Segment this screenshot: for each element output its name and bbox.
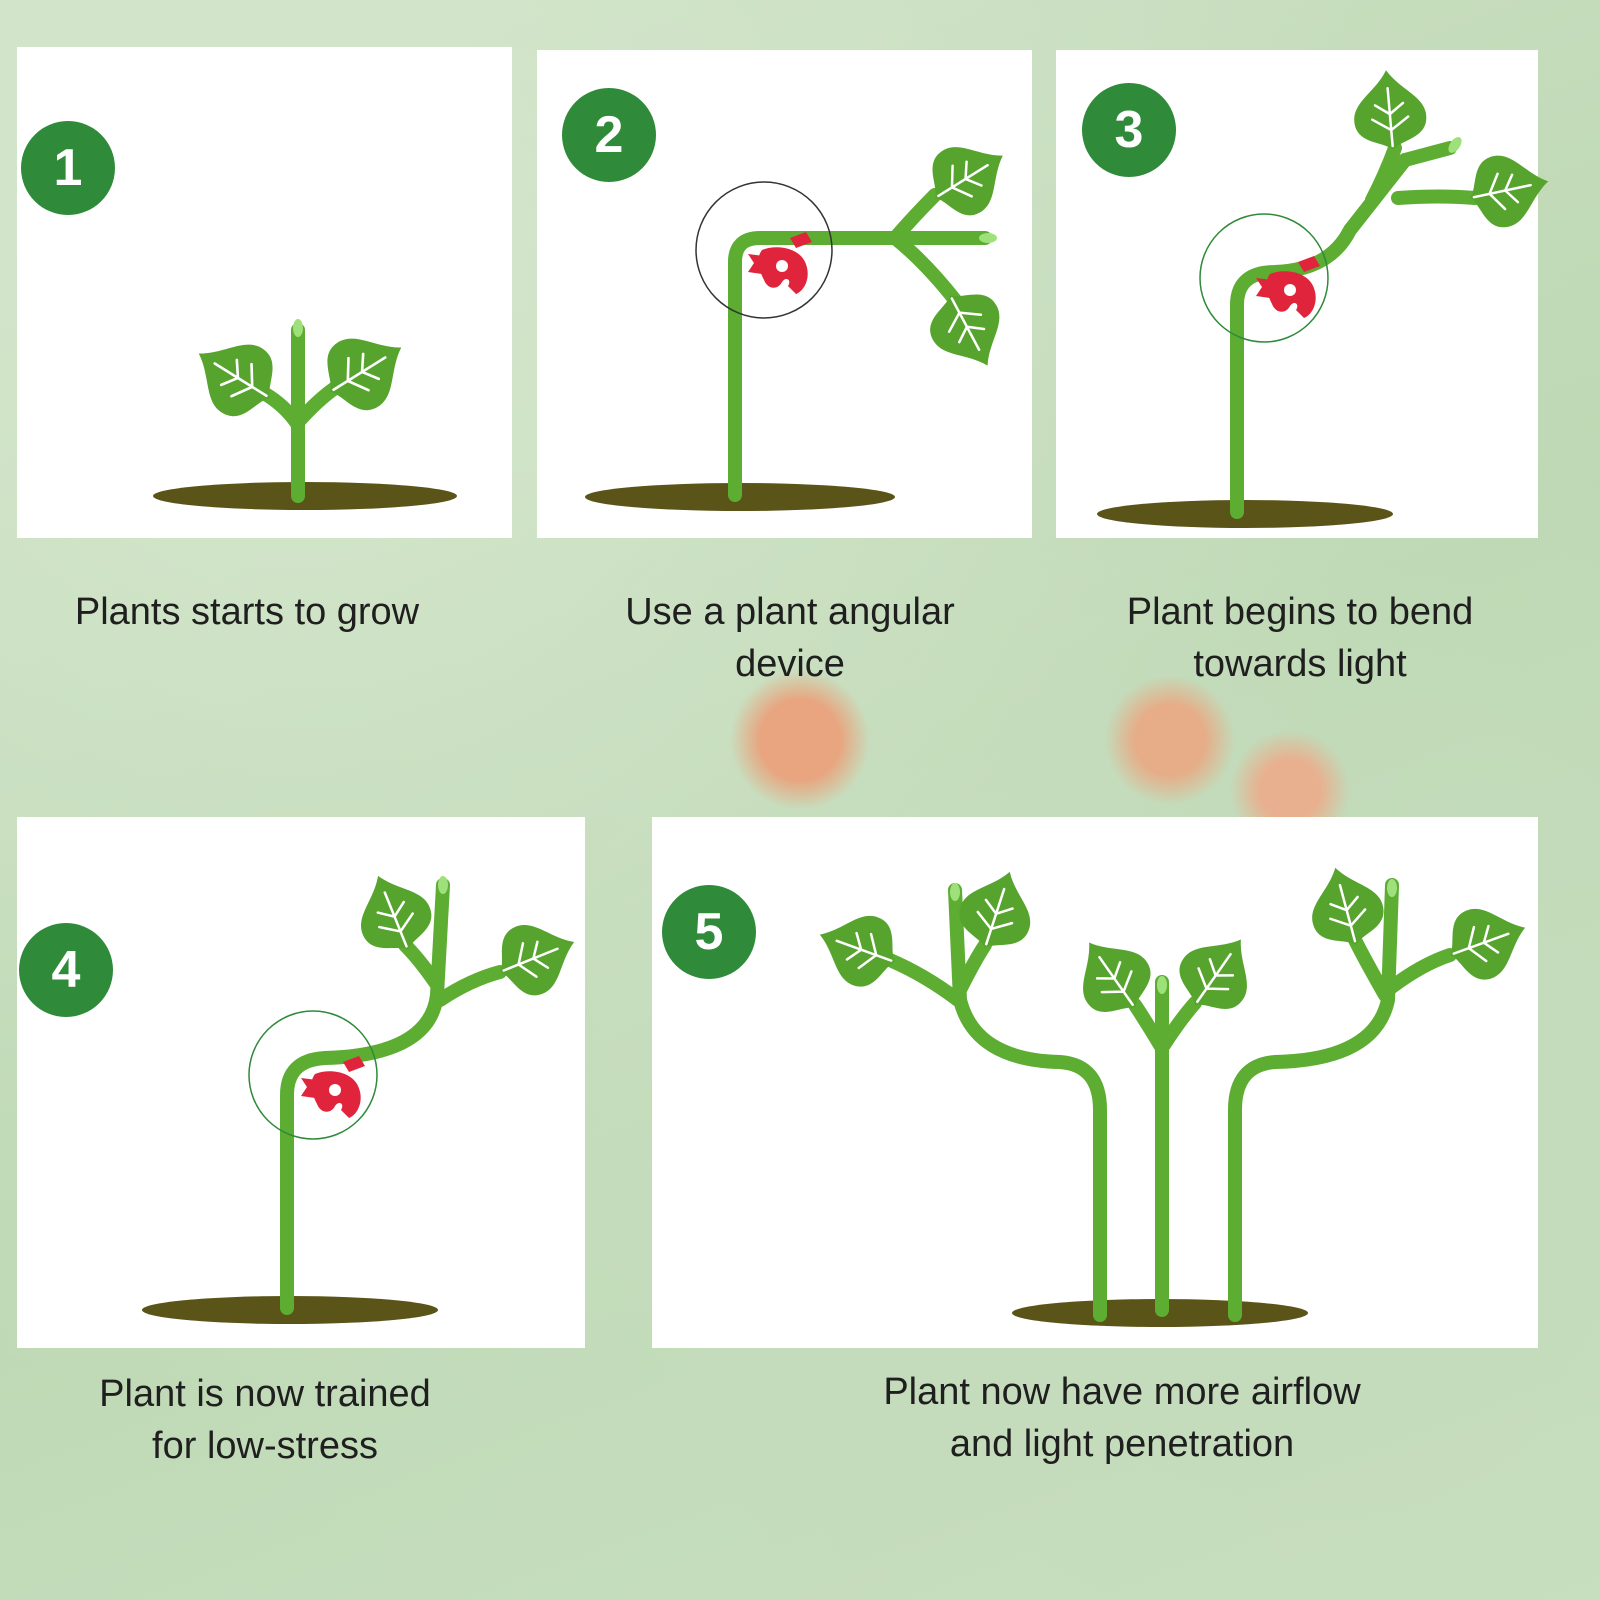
step-5-caption: Plant now have more airflow and light pen… xyxy=(883,1366,1360,1470)
step-2-badge: 2 xyxy=(562,88,656,182)
caption-line: for low-stress xyxy=(152,1425,378,1467)
caption-line: and light penetration xyxy=(949,1423,1295,1465)
caption-line: Plant begins to bend xyxy=(1126,591,1474,633)
caption-line: Plant is now trained xyxy=(99,1373,431,1415)
step-1-caption: Plants starts to grow xyxy=(75,586,419,638)
step-1-panel xyxy=(17,47,512,538)
caption-line: Use a plant angular xyxy=(625,591,955,633)
step-3-badge: 3 xyxy=(1082,83,1176,177)
plant-step-3 xyxy=(1097,65,1558,528)
caption-line: device xyxy=(735,643,845,685)
step-4-caption: Plant is now trained for low-stress xyxy=(99,1368,431,1472)
step-4-panel xyxy=(17,817,585,1348)
plant-step-1 xyxy=(153,314,457,510)
step-5-badge: 5 xyxy=(662,885,756,979)
step-3-caption: Plant begins to bend towards light xyxy=(1127,586,1474,690)
caption-line: Plants starts to grow xyxy=(74,591,420,633)
plant-step-2 xyxy=(585,123,1024,511)
plant-step-4 xyxy=(142,861,589,1324)
step-4-badge: 4 xyxy=(19,923,113,1017)
step-2-caption: Use a plant angular device xyxy=(625,586,955,690)
step-1-badge: 1 xyxy=(21,121,115,215)
caption-line: Plant now have more airflow xyxy=(883,1371,1361,1413)
plant-step-5 xyxy=(806,857,1539,1327)
caption-line: towards light xyxy=(1193,643,1407,685)
